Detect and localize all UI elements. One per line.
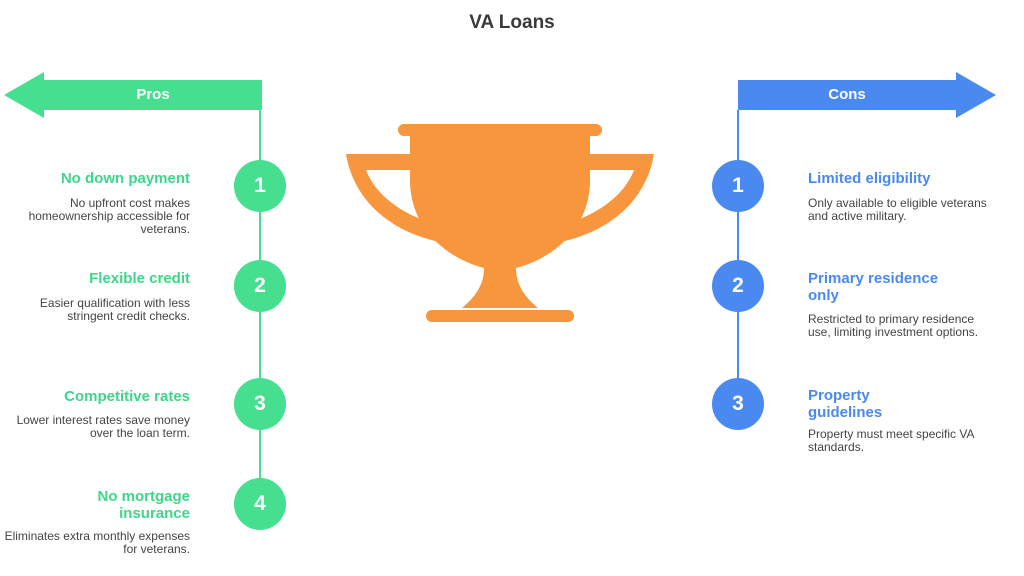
- pros-item-2-description: Easier qualification with less stringent…: [39, 296, 190, 323]
- cons-item-2-description: Restricted to primary residence use, lim…: [808, 312, 979, 339]
- pros-item-3-description: Lower interest rates save money over the…: [16, 413, 190, 440]
- pros-item-1-number: 1: [234, 160, 286, 212]
- cons-item-3-number: 3: [712, 378, 764, 430]
- cons-item-1-number: 1: [712, 160, 764, 212]
- cons-item-1-description: Only available to eligible veterans and …: [808, 196, 987, 223]
- cons-item-1-title: Limited eligibility: [808, 170, 931, 187]
- cons-item-2-title: Primary residence only: [808, 270, 939, 304]
- arrow-left-icon: [4, 72, 262, 118]
- pros-item-3-number: 3: [234, 378, 286, 430]
- pros-item-1-title: No down payment: [60, 170, 190, 187]
- cons-item-3-description: Property must meet specific VA standards…: [808, 427, 974, 454]
- pros-item-1-description: No upfront cost makes homeownership acce…: [28, 196, 190, 236]
- trophy-icon: [346, 124, 654, 322]
- pros-item-4-description: Eliminates extra monthly expenses for ve…: [4, 529, 190, 556]
- pros-item-2-title: Flexible credit: [89, 270, 190, 287]
- pros-banner: Pros: [4, 72, 262, 118]
- pros-item-4-title: No mortgage insurance: [97, 488, 190, 522]
- cons-item-2-number: 2: [712, 260, 764, 312]
- pros-item-2-number: 2: [234, 260, 286, 312]
- cons-item-3-title: Property guidelines: [808, 387, 883, 421]
- arrow-right-icon: [738, 72, 996, 118]
- pros-timeline-line: [259, 110, 261, 530]
- pros-item-4-number: 4: [234, 478, 286, 530]
- page-title: VA Loans: [469, 12, 555, 33]
- pros-banner-label: Pros: [136, 86, 170, 103]
- pros-item-3-title: Competitive rates: [64, 388, 190, 405]
- cons-banner-label: Cons: [828, 86, 866, 103]
- cons-banner: Cons: [738, 72, 996, 118]
